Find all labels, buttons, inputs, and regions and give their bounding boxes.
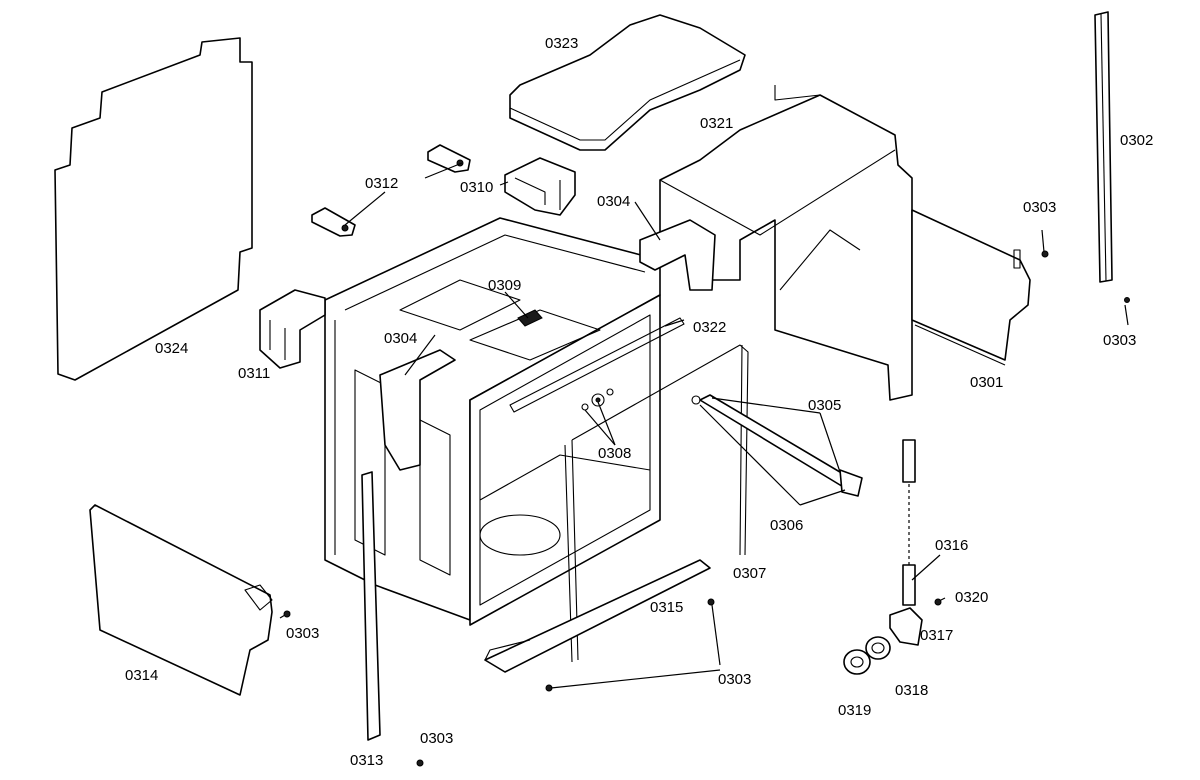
- label-0301: 0301: [970, 374, 1003, 391]
- part-0310-bracket: [504, 157, 576, 216]
- label-0324: 0324: [155, 340, 188, 357]
- label-0320: 0320: [955, 589, 988, 606]
- part-0319-cap: [843, 649, 871, 675]
- part-0316-adjustable-foot: [902, 439, 916, 606]
- label-0323: 0323: [545, 35, 578, 52]
- label-0304-upper: 0304: [597, 193, 630, 210]
- label-0303-right: 0303: [1103, 332, 1136, 349]
- part-0305-0306-hinge: [691, 394, 863, 497]
- part-0317-foot-base: [889, 607, 923, 646]
- part-0318-ring: [865, 636, 891, 660]
- part-0314-front-panel: [89, 504, 273, 696]
- screw-0303-upper-right: [1041, 229, 1049, 258]
- part-0324-side-panel: [54, 37, 253, 381]
- label-0303-upper-right: 0303: [1023, 199, 1056, 216]
- screw-0303-panel: [279, 610, 291, 619]
- part-0313-vertical-strip: [361, 471, 381, 741]
- label-0306: 0306: [770, 517, 803, 534]
- label-0310: 0310: [460, 179, 493, 196]
- label-0308: 0308: [598, 445, 631, 462]
- part-0322-rail: [509, 317, 685, 413]
- part-0301-side-rail: [911, 209, 1031, 361]
- part-0323-top-plate: [509, 14, 746, 151]
- part-0312-clips: [311, 144, 471, 237]
- label-0303-bottom: 0303: [718, 671, 751, 688]
- label-0302: 0302: [1120, 132, 1153, 149]
- label-0321: 0321: [700, 115, 733, 132]
- label-0311: 0311: [238, 365, 270, 382]
- label-0303-lower: 0303: [420, 730, 453, 747]
- label-0318: 0318: [895, 682, 928, 699]
- label-0314: 0314: [125, 667, 158, 684]
- screw-0303-bottom: [416, 598, 715, 767]
- label-0317: 0317: [920, 627, 953, 644]
- label-0305: 0305: [808, 397, 841, 414]
- part-0315-bottom-rail: [484, 559, 711, 673]
- part-0309-clip: [517, 309, 543, 327]
- part-0308-washers: [581, 388, 614, 411]
- leader-lines: [344, 162, 1129, 689]
- part-0311-bracket: [259, 289, 326, 369]
- screw-0303-right: [1124, 297, 1130, 303]
- label-0316: 0316: [935, 537, 968, 554]
- label-0313: 0313: [350, 752, 383, 769]
- label-0322: 0322: [693, 319, 726, 336]
- label-0319: 0319: [838, 702, 871, 719]
- label-0315: 0315: [650, 599, 683, 616]
- label-0312: 0312: [365, 175, 398, 192]
- part-0304-bracket-left: [379, 349, 456, 471]
- label-0307: 0307: [733, 565, 766, 582]
- label-0309: 0309: [488, 277, 521, 294]
- part-0320-screw: [934, 597, 946, 606]
- label-0303-panel: 0303: [286, 625, 319, 642]
- label-0304-lower: 0304: [384, 330, 417, 347]
